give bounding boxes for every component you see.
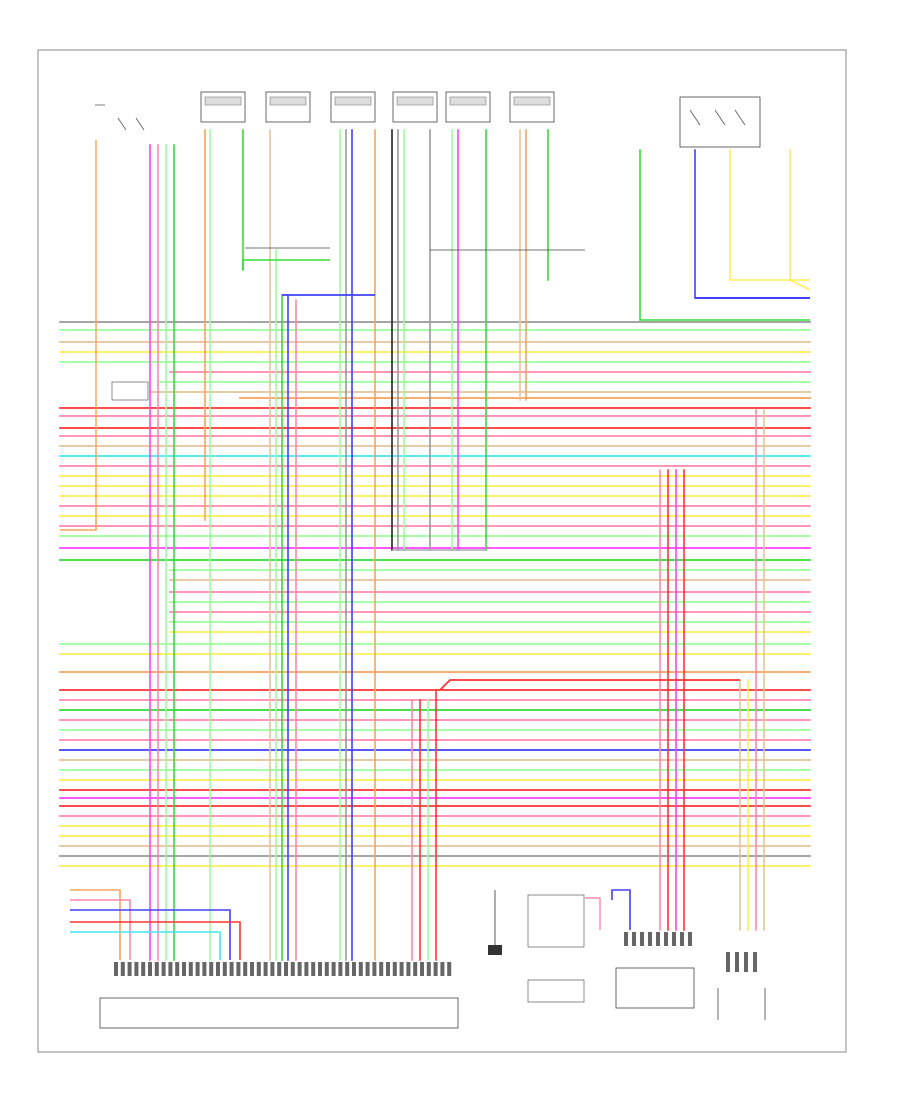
ecm-in-2 xyxy=(70,899,131,960)
ecm-pin xyxy=(243,962,248,976)
fuel-ecu-pin xyxy=(688,932,692,946)
ecm-pin xyxy=(379,962,384,976)
fuel-sender xyxy=(527,894,585,1003)
ecm-pin xyxy=(352,962,356,976)
fuel-ecu-pin xyxy=(640,932,644,946)
ecm-pin xyxy=(290,962,295,976)
ecm-pin xyxy=(263,962,268,976)
ecm-in-1 xyxy=(70,889,121,960)
ecm-pin xyxy=(148,962,152,976)
ecm-pin xyxy=(318,962,322,976)
ecm-pin xyxy=(277,962,282,976)
right-connector xyxy=(717,988,766,1020)
ecm-pin xyxy=(175,962,180,976)
fuel-ecu-pin xyxy=(672,932,676,946)
switch-out-wire xyxy=(60,520,97,531)
fuel-ecu-pin xyxy=(680,932,684,946)
fuel-ecu-pin xyxy=(632,932,636,946)
ecm-pin xyxy=(399,962,404,976)
left-switch xyxy=(95,104,145,520)
ecm-pin xyxy=(229,962,234,976)
ecm-pin xyxy=(440,962,445,976)
wire-layer xyxy=(59,129,811,976)
ecm-pin xyxy=(420,962,424,976)
right-connector-pin xyxy=(726,952,730,972)
ecm-pin xyxy=(447,962,452,976)
ecm-pin xyxy=(222,962,227,976)
ecm-pin xyxy=(256,962,261,976)
ecm-red-riser xyxy=(439,679,740,691)
relay-yellow-wire-2 xyxy=(789,279,811,291)
ecm-pin xyxy=(120,962,125,976)
ecm-pin xyxy=(141,962,146,976)
diagram-frame xyxy=(37,49,847,1053)
coil-ground-wire xyxy=(242,259,330,270)
ecm-pin xyxy=(345,962,350,976)
ecm-pin xyxy=(365,962,370,976)
ecm-pin xyxy=(297,962,302,976)
ignition-coils xyxy=(200,91,585,251)
ecm-in-3 xyxy=(70,909,231,960)
left-relay xyxy=(111,381,149,401)
ecm-pin xyxy=(426,962,431,976)
ecm-pin xyxy=(386,962,390,976)
ecm-pin xyxy=(216,962,220,976)
ecm-pin xyxy=(392,962,397,976)
ecm-pin xyxy=(304,962,309,976)
right-connector-pin xyxy=(735,952,739,972)
ecm-pin xyxy=(433,962,438,976)
ecm-pin xyxy=(331,962,336,976)
ecm-pin xyxy=(406,962,411,976)
fuel-ecu-pin xyxy=(648,932,652,946)
ecm-pin xyxy=(311,962,316,976)
ecm-pin xyxy=(209,962,214,976)
ecm-pin xyxy=(195,962,200,976)
ecm-pin xyxy=(413,962,418,976)
right-relay xyxy=(679,96,761,148)
ecm-in-5 xyxy=(70,931,221,960)
ecm-pin xyxy=(161,962,166,976)
ecm-pin xyxy=(250,962,254,976)
fuel-ecu-pin xyxy=(624,932,628,946)
fuel-blue-loop xyxy=(611,889,631,930)
ecm-pin xyxy=(127,962,132,976)
fuel-pink-loop xyxy=(585,897,601,930)
component-layer xyxy=(95,91,766,1029)
fuel-ecu-pin xyxy=(664,932,668,946)
ecm-pin xyxy=(270,962,275,976)
fuel-pump-ecu xyxy=(615,967,695,1009)
knock-sensor xyxy=(488,890,502,955)
fuel-ecu-pin xyxy=(656,932,660,946)
ecm-pin xyxy=(168,962,173,976)
ecm-pin xyxy=(338,962,343,976)
ecm-pin xyxy=(134,962,139,976)
ecm-pin xyxy=(188,962,193,976)
ecm-pin xyxy=(182,962,186,976)
ecm xyxy=(99,997,459,1029)
ecm-pin xyxy=(324,962,329,976)
right-connector-pin xyxy=(753,952,757,972)
ecm-pin xyxy=(372,962,377,976)
ecm-pin xyxy=(114,962,118,976)
ecm-pin xyxy=(202,962,207,976)
ecm-pin xyxy=(358,962,363,976)
right-connector-pin xyxy=(744,952,748,972)
ecm-pin xyxy=(236,962,241,976)
ecm-in-4 xyxy=(70,921,241,960)
ecm-pin xyxy=(154,962,159,976)
ecm-pin xyxy=(284,962,288,976)
